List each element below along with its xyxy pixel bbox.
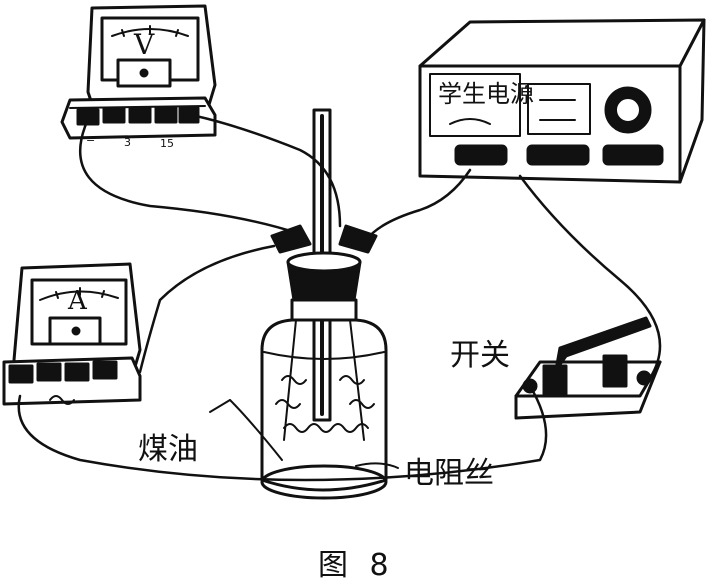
ammeter	[2, 262, 142, 406]
voltmeter	[60, 4, 217, 140]
ammeter-symbol: A	[68, 286, 87, 316]
kerosene-label: 煤油	[138, 432, 198, 467]
power-supply-label: 学生电源	[438, 80, 534, 108]
figure-caption: 图 8	[318, 548, 395, 583]
resistance-wire-label: 电阻丝	[404, 456, 494, 491]
voltmeter-terminal-minus: −	[86, 134, 96, 147]
voltmeter-terminal-3: 3	[124, 136, 131, 149]
power-supply	[418, 18, 706, 184]
circuit-wires	[17, 114, 662, 482]
voltmeter-symbol: V	[134, 28, 155, 61]
voltmeter-terminal-15: 15	[160, 137, 174, 150]
switch-label: 开关	[450, 338, 510, 373]
knife-switch	[514, 316, 662, 420]
kerosene-bottle	[260, 108, 388, 500]
